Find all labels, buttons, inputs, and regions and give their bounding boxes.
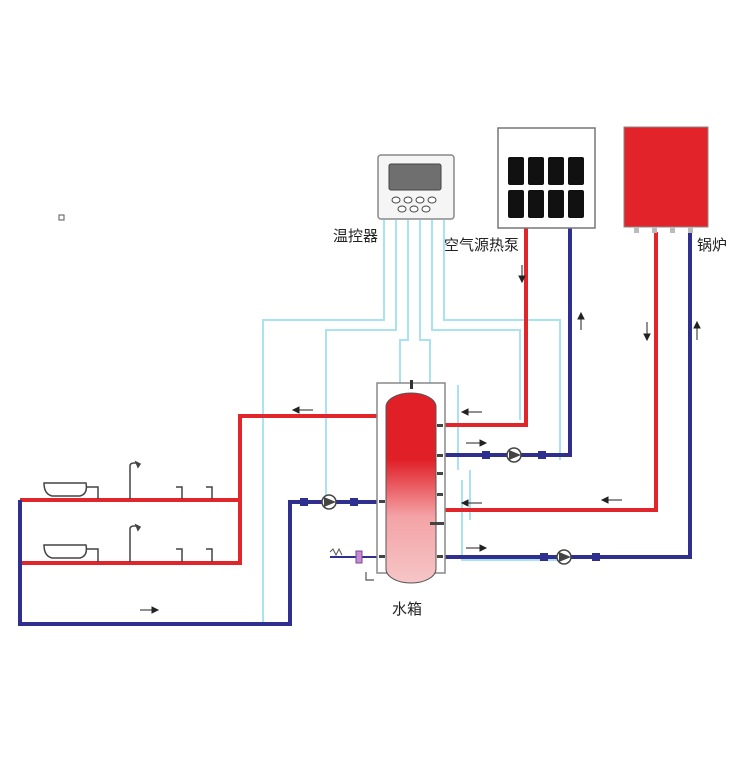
hot-water-pipes: [20, 228, 658, 565]
pump-heating-loop: [300, 494, 358, 510]
thermostat-label: 温控器: [333, 227, 379, 245]
faucet-icon: [176, 548, 183, 562]
thermostat-unit: [377, 154, 455, 220]
upper-fixtures: [43, 460, 213, 499]
faucet-icon: [206, 486, 213, 499]
faucet-icon: [206, 548, 213, 562]
water-tank-label: 水箱: [392, 600, 423, 618]
heat-pump-fan-panels: [508, 157, 584, 218]
flow-arrows: [140, 265, 701, 614]
bathtub-icon: [43, 544, 88, 559]
faucet-icon: [176, 486, 183, 499]
control-wires: [262, 220, 565, 622]
boiler-unit: [623, 126, 709, 233]
water-tank: [365, 380, 446, 584]
lower-fixtures: [43, 523, 213, 562]
pump-boiler-loop: [540, 549, 600, 565]
heat-pump-label: 空气源热泵: [444, 236, 520, 254]
thermostat-buttons: [391, 196, 437, 213]
small-marker: [58, 214, 65, 221]
boiler-label: 锅炉: [697, 236, 728, 254]
pump-heat-pump-loop: [482, 447, 546, 463]
shower-icon: [129, 462, 138, 499]
heat-pump-unit: [497, 127, 596, 229]
bathtub-icon: [43, 482, 88, 497]
inlet-valve: [329, 547, 363, 564]
thermostat-screen: [388, 163, 442, 191]
shower-icon: [129, 525, 138, 562]
